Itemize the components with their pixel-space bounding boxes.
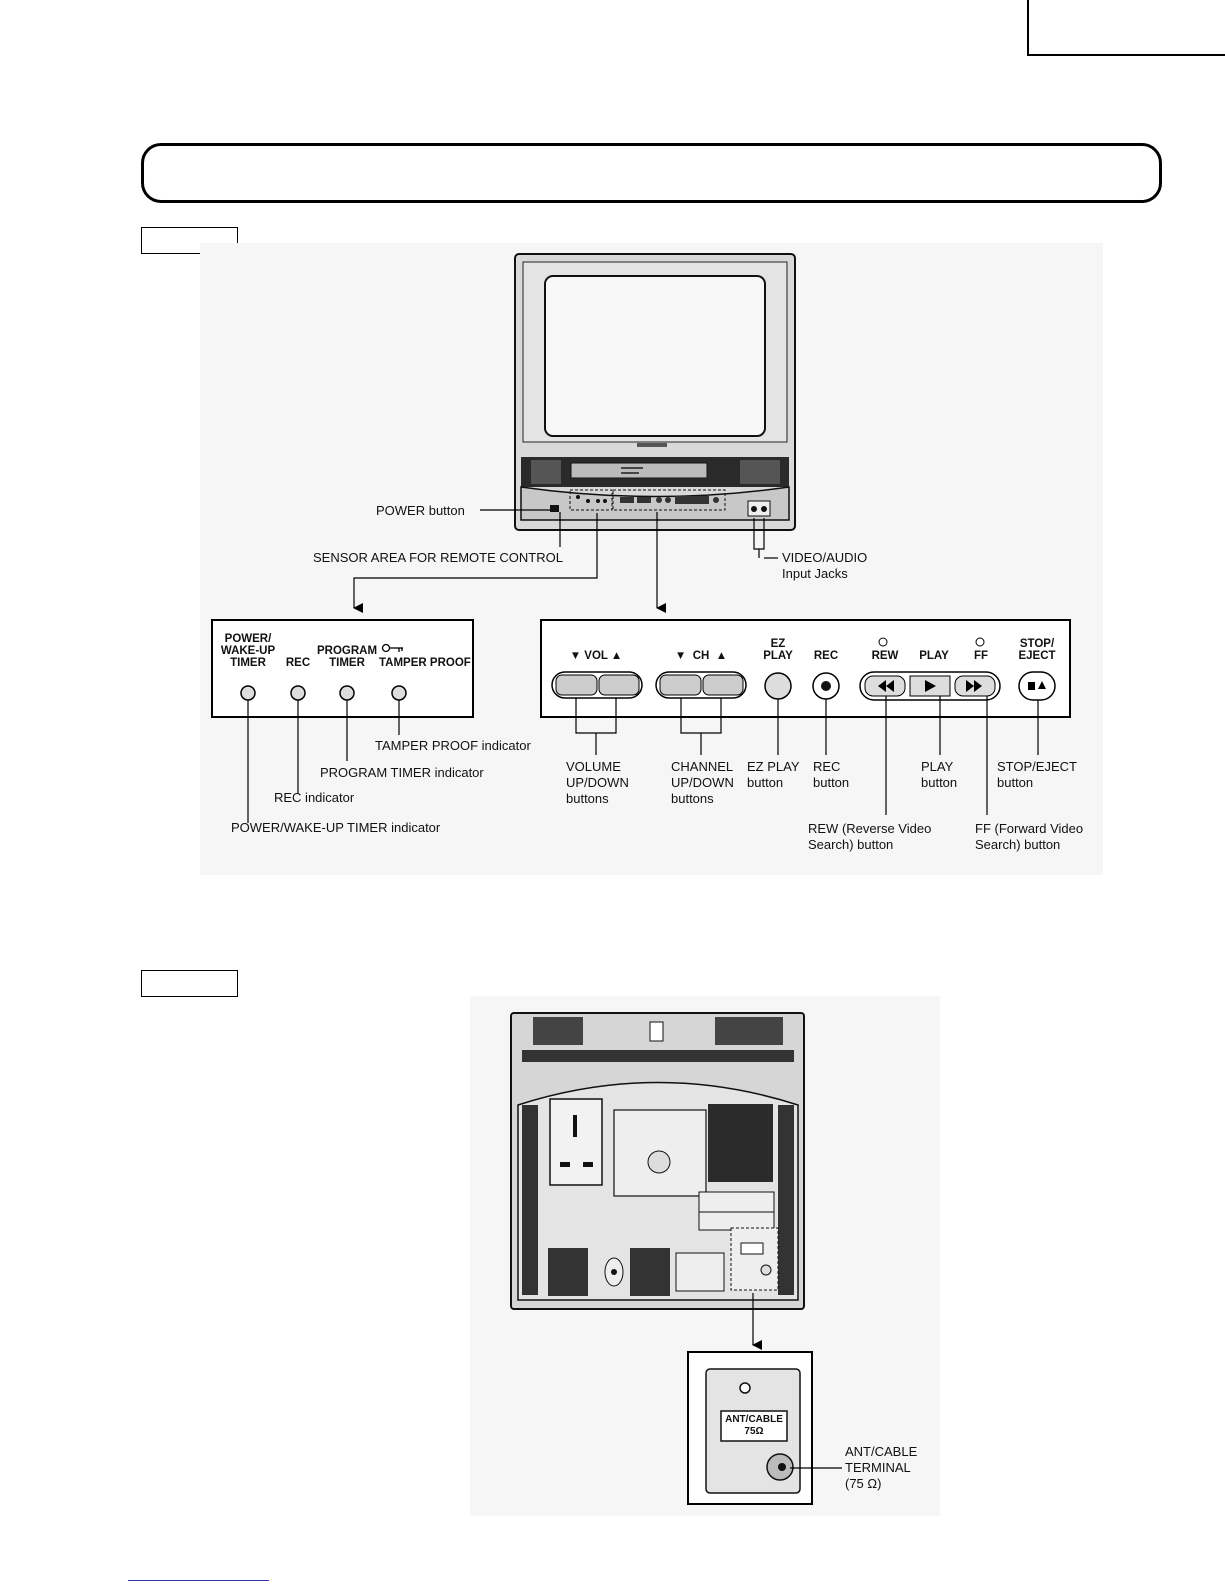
control-panel [540, 619, 1071, 718]
tv-screen [544, 275, 766, 437]
brand-logo [637, 443, 667, 447]
rew-search-icon [878, 637, 888, 647]
panel-label-program-timer: PROGRAM TIMER [316, 645, 378, 669]
label-ant-cable-terminal: ANT/CABLE TERMINAL (75 Ω) [845, 1444, 918, 1491]
indicator-panel-arrow [353, 513, 598, 613]
label-channel-buttons: CHANNEL UP/DOWN buttons [671, 759, 734, 806]
terminal-area-outline [730, 1227, 779, 1291]
front-view-tag [141, 227, 238, 254]
key-icon [381, 643, 403, 653]
tv-rear-unit [510, 1012, 805, 1310]
label-play-button: PLAY button [921, 759, 958, 790]
ac-socket [549, 1098, 603, 1186]
rewind-icon [878, 680, 894, 692]
control-area-outline [612, 489, 726, 511]
label-rec-button: REC button [813, 759, 850, 790]
stop-eject-button-graphic [1018, 671, 1056, 701]
tv-front-unit [514, 253, 796, 531]
label-rec-indicator: REC indicator [274, 790, 355, 805]
panel-label-play: PLAY [919, 650, 949, 662]
label-rew-button: REW (Reverse Video Search) button [808, 821, 932, 852]
label-stop-eject-button: STOP/EJECT button [997, 759, 1077, 790]
label-program-timer-indicator: PROGRAM TIMER indicator [320, 765, 484, 780]
indicator-area-outline [569, 489, 613, 511]
section-title-bar [141, 143, 1162, 203]
panel-label-power-wakeup: POWER/ WAKE-UP TIMER [220, 633, 276, 669]
ant-cable-label-plate [720, 1410, 788, 1442]
panel-label-stop-eject: STOP/ EJECT [1018, 638, 1056, 662]
label-power-wakeup-indicator: POWER/WAKE-UP TIMER indicator [231, 820, 441, 835]
eject-icon [1038, 681, 1046, 689]
panel-label-rew: REW [871, 650, 899, 662]
rear-plate-label-ant-cable: ANT/CABLE 75Ω [725, 1414, 783, 1437]
label-ff-button: FF (Forward Video Search) button [975, 821, 1084, 852]
power-button-graphic [550, 505, 559, 512]
panel-label-ez-play: EZ PLAY [763, 638, 793, 662]
panel-label-ff: FF [973, 650, 989, 662]
footer-rule [128, 1580, 269, 1581]
stop-icon [1028, 682, 1035, 690]
indicator-panel [211, 619, 474, 718]
panel-label-tamper-proof: TAMPER PROOF [379, 657, 471, 669]
panel-label-vol: ▼ VOL ▲ [569, 650, 623, 662]
fast-forward-icon [966, 680, 982, 692]
play-icon [925, 680, 936, 692]
label-sensor-area: SENSOR AREA FOR REMOTE CONTROL [313, 550, 563, 565]
label-power-button: POWER button [376, 503, 465, 518]
label-video-audio-jacks: VIDEO/AUDIO Input Jacks [782, 550, 868, 581]
label-ez-play-button: EZ PLAY button [747, 759, 800, 790]
panel-label-rec-button: REC [813, 650, 839, 662]
page-corner-box [1027, 0, 1225, 56]
panel-label-rec: REC [285, 657, 311, 669]
panel-label-ch: ▼ CH ▲ [674, 650, 728, 662]
label-volume-buttons: VOLUME UP/DOWN buttons [566, 759, 629, 806]
label-tamper-proof-indicator: TAMPER PROOF indicator [375, 738, 531, 753]
ff-search-icon [975, 637, 985, 647]
rear-view-tag [141, 970, 238, 997]
